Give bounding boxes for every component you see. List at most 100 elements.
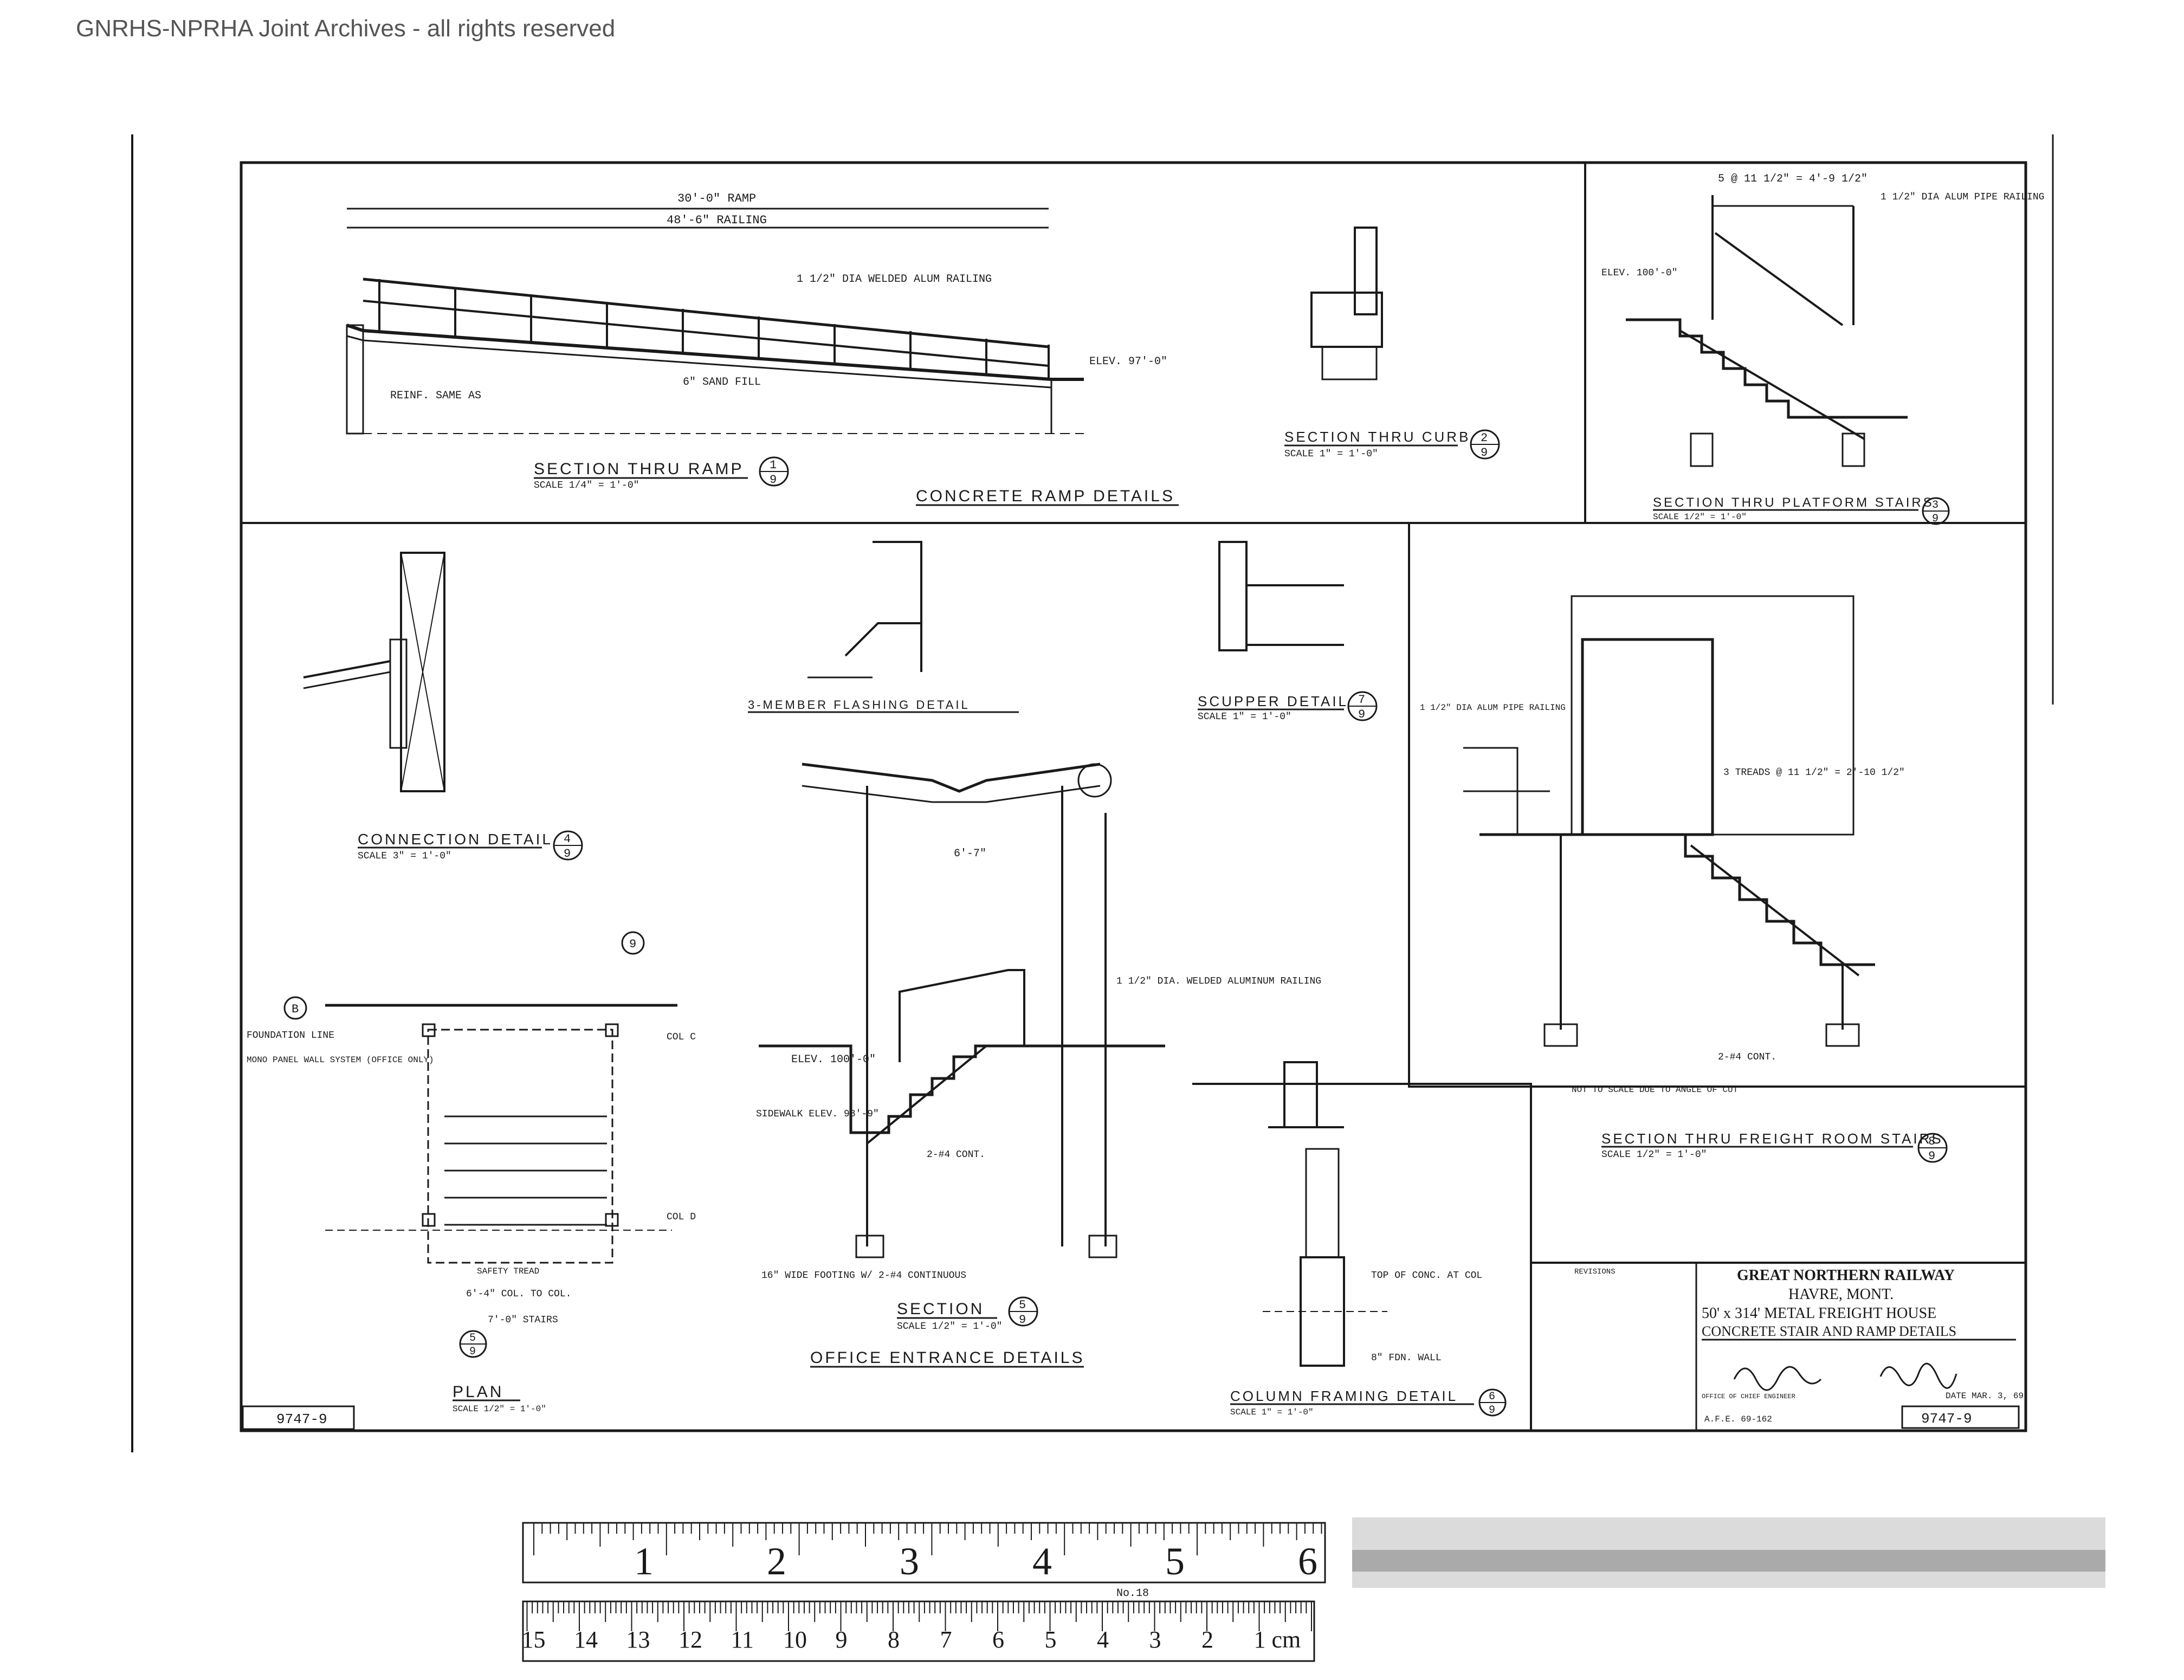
section-ramp-title: SECTION THRU RAMP (534, 460, 744, 478)
fdn-wall-note: 8" FDN. WALL (1371, 1353, 1442, 1364)
office-group-title: OFFICE ENTRANCE DETAILS (810, 1349, 1085, 1367)
divider-freight (1408, 523, 2026, 1088)
safety-tread-note: SAFETY TREAD (477, 1267, 539, 1276)
drawing-number-left: 9747-9 (276, 1411, 327, 1427)
ruler-label: No.18 (1116, 1587, 1149, 1600)
welded-railing-note: 1 1/2" DIA. WELDED ALUMINUM RAILING (1116, 976, 1321, 987)
freight-stairs-drawing (1463, 595, 1875, 1047)
ruler-cm-label: 15 (522, 1626, 546, 1653)
ruler-cm-label: 9 (836, 1626, 848, 1653)
flashing-detail-drawing (807, 541, 922, 679)
drawing-border (240, 161, 2027, 1432)
afe-number: A.F.E. 69-162 (1704, 1414, 1772, 1424)
office-chief-engineer: OFFICE OF CHIEF ENGINEER (1702, 1393, 1795, 1400)
flashing-title: 3-MEMBER FLASHING DETAIL (748, 698, 970, 712)
ref-bubble-curb: 2 9 (1470, 429, 1500, 460)
svg-text:9: 9 (1481, 446, 1488, 460)
freight-railing-note: 1 1/2" DIA ALUM PIPE RAILING (1420, 703, 1566, 713)
signature-1 (1733, 1366, 1822, 1391)
section-office-scale: SCALE 1/2" = 1'-0" (897, 1321, 1002, 1332)
ruler-cm-label: 13 (626, 1626, 650, 1653)
scupper-title: SCUPPER DETAIL (1198, 693, 1348, 709)
section-platform-title: SECTION THRU PLATFORM STAIRS (1653, 495, 1934, 510)
ruler-cm-label: 8 (888, 1626, 900, 1653)
svg-text:9: 9 (1019, 1313, 1026, 1327)
svg-text:9: 9 (629, 938, 636, 951)
ref-bubble-platform: 3 9 (1922, 497, 1950, 525)
railing-dimension: 48'-6" RAILING (667, 214, 767, 227)
top-conc-note: TOP OF CONC. AT COL (1371, 1270, 1482, 1281)
ruler-inch-4: 4 (1032, 1540, 1052, 1583)
plan-drawing (325, 1004, 677, 1264)
ruler-cm-label: 5 (1045, 1626, 1057, 1653)
svg-text:5: 5 (469, 1332, 476, 1345)
connection-scale: SCALE 3" = 1'-0" (358, 851, 451, 862)
svg-text:9: 9 (1489, 1404, 1495, 1417)
ruler-cm-label: 10 (783, 1626, 807, 1653)
scupper-detail-drawing (1218, 541, 1344, 651)
svg-text:9: 9 (564, 847, 571, 861)
ruler-inch-5: 5 (1165, 1540, 1185, 1583)
drawing-date: DATE MAR. 3, 69 (1946, 1391, 2024, 1401)
ruler-cm-label: 4 (1097, 1626, 1109, 1653)
connection-detail-drawing (303, 552, 445, 792)
plan-title: PLAN (453, 1383, 503, 1401)
railway-location: HAVRE, MONT. (1788, 1286, 1894, 1303)
freight-cont: 2-#4 CONT. (1718, 1052, 1776, 1063)
grid-bubble-b: B (283, 996, 307, 1020)
ref-bubble-ramp: 1 9 (759, 456, 789, 487)
signature-2 (1879, 1362, 1957, 1389)
col-c-label: COL C (667, 1032, 696, 1043)
ramp-group-title: CONCRETE RAMP DETAILS (916, 487, 1175, 505)
railing-note: 1 1/2" DIA WELDED ALUM RAILING (797, 273, 992, 286)
connection-title: CONNECTION DETAIL (358, 831, 553, 848)
freight-scale: SCALE 1/2" = 1'-0" (1601, 1149, 1707, 1160)
foundation-line-note: FOUNDATION LINE (247, 1030, 334, 1041)
ruler-inch-1: 1 (634, 1540, 654, 1583)
railway-name: GREAT NORTHERN RAILWAY (1737, 1267, 1955, 1284)
curb-section-drawing (1310, 227, 1383, 380)
office-elev: ELEV. 100'-0" (791, 1054, 876, 1066)
ref-bubble-column: 6 9 (1478, 1388, 1507, 1417)
platform-stairs-drawing (1626, 195, 1908, 467)
section-curb-title: SECTION THRU CURB (1284, 429, 1470, 445)
footing-note: 16" WIDE FOOTING W/ 2-#4 CONTINUOUS (761, 1270, 966, 1281)
building-name: 50' x 314' METAL FREIGHT HOUSE (1702, 1305, 1936, 1322)
treads-note: 3 TREADS @ 11 1/2" = 2'-10 1/2" (1723, 767, 1905, 778)
grid-bubble-9: 9 (621, 931, 645, 955)
office-cont: 2-#4 CONT. (927, 1149, 985, 1160)
ramp-dimension: 30'-0" RAMP (677, 192, 756, 205)
svg-text:9: 9 (469, 1346, 476, 1358)
reinf-note: REINF. SAME AS (390, 390, 481, 402)
ruler-inch-2: 2 (767, 1540, 786, 1583)
svg-text:9: 9 (1932, 513, 1939, 525)
svg-text:2: 2 (1481, 431, 1488, 445)
column-scale: SCALE 1" = 1'-0" (1230, 1407, 1314, 1417)
platform-dimension: 5 @ 11 1/2" = 4'-9 1/2" (1718, 173, 1868, 185)
ruler-cm-label: 6 (992, 1626, 1004, 1653)
monopanel-note: MONO PANEL WALL SYSTEM (OFFICE ONLY) (247, 1055, 434, 1065)
sand-fill-note: 6" SAND FILL (683, 376, 761, 389)
stairs-dim: 7'-0" STAIRS (488, 1315, 558, 1326)
svg-text:4: 4 (564, 832, 571, 846)
svg-text:3: 3 (1932, 499, 1939, 512)
ruler-cm-label: 7 (940, 1626, 952, 1653)
column-framing-drawing (1263, 1061, 1387, 1367)
ruler-cm-label: 12 (679, 1626, 702, 1653)
svg-text:6: 6 (1489, 1391, 1495, 1403)
platform-railing-note: 1 1/2" DIA ALUM PIPE RAILING (1881, 192, 2044, 203)
scupper-scale: SCALE 1" = 1'-0" (1198, 712, 1291, 722)
ref-bubble-scupper: 7 9 (1347, 691, 1378, 721)
ref-bubble-office: 5 9 (1008, 1296, 1038, 1327)
sidewalk-note: SIDEWALK ELEV. 98'-9" (756, 1109, 879, 1120)
svg-text:7: 7 (1358, 693, 1365, 707)
office-section-drawing (759, 763, 1165, 1258)
section-platform-scale: SCALE 1/2" = 1'-0" (1653, 512, 1747, 522)
col-d-label: COL D (667, 1212, 696, 1223)
ruler-cm-label: 3 (1149, 1626, 1161, 1653)
column-title: COLUMN FRAMING DETAIL (1230, 1388, 1458, 1404)
ruler-cm-label: 11 (731, 1626, 754, 1653)
ruler-cm-label: 14 (574, 1626, 598, 1653)
